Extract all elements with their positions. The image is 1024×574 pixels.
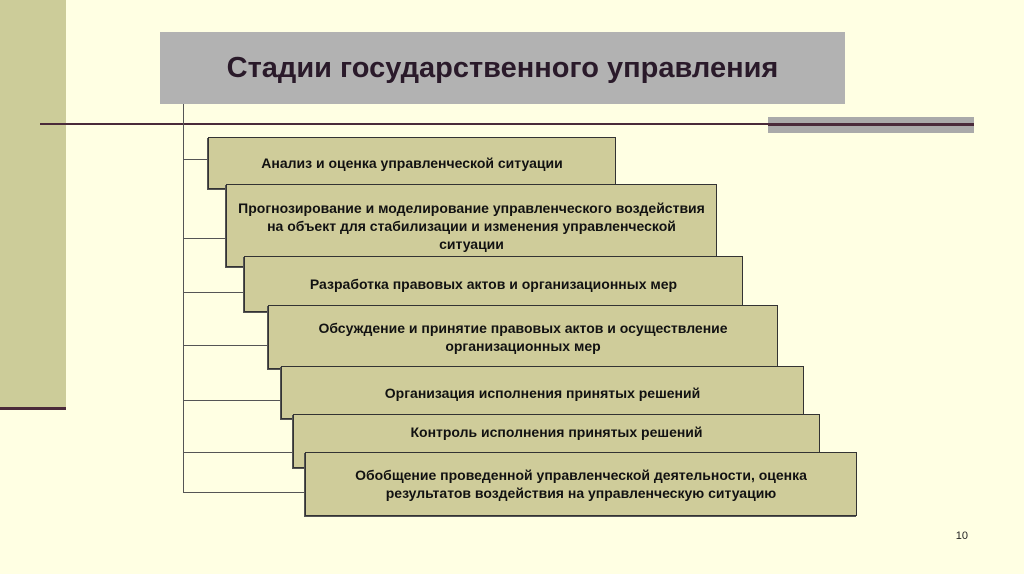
stage-box-5: Организация исполнения принятых решений bbox=[281, 366, 804, 419]
left-decor-line bbox=[0, 407, 66, 410]
stage-box-1: Анализ и оценка управленческой ситуации bbox=[208, 137, 616, 189]
connector-branch bbox=[184, 492, 305, 493]
stage-box-7: Обобщение проведенной управленческой дея… bbox=[305, 452, 857, 516]
stage-box-3: Разработка правовых актов и организацион… bbox=[244, 256, 743, 312]
connector-branch bbox=[184, 292, 244, 293]
connector-branch bbox=[184, 400, 281, 401]
connector-branch bbox=[184, 345, 268, 346]
stage-box-2: Прогнозирование и моделирование управлен… bbox=[226, 184, 717, 267]
stage-box-4: Обсуждение и принятие правовых актов и о… bbox=[268, 305, 778, 369]
connector-trunk bbox=[183, 104, 184, 493]
connector-branch bbox=[184, 159, 208, 160]
connector-branch bbox=[184, 452, 293, 453]
decor-line bbox=[768, 123, 974, 126]
slide-title: Стадии государственного управления bbox=[160, 32, 845, 104]
divider-line bbox=[40, 123, 974, 125]
page-number: 10 bbox=[955, 530, 968, 542]
connector-branch bbox=[184, 238, 226, 239]
left-decor-bar bbox=[0, 0, 66, 408]
